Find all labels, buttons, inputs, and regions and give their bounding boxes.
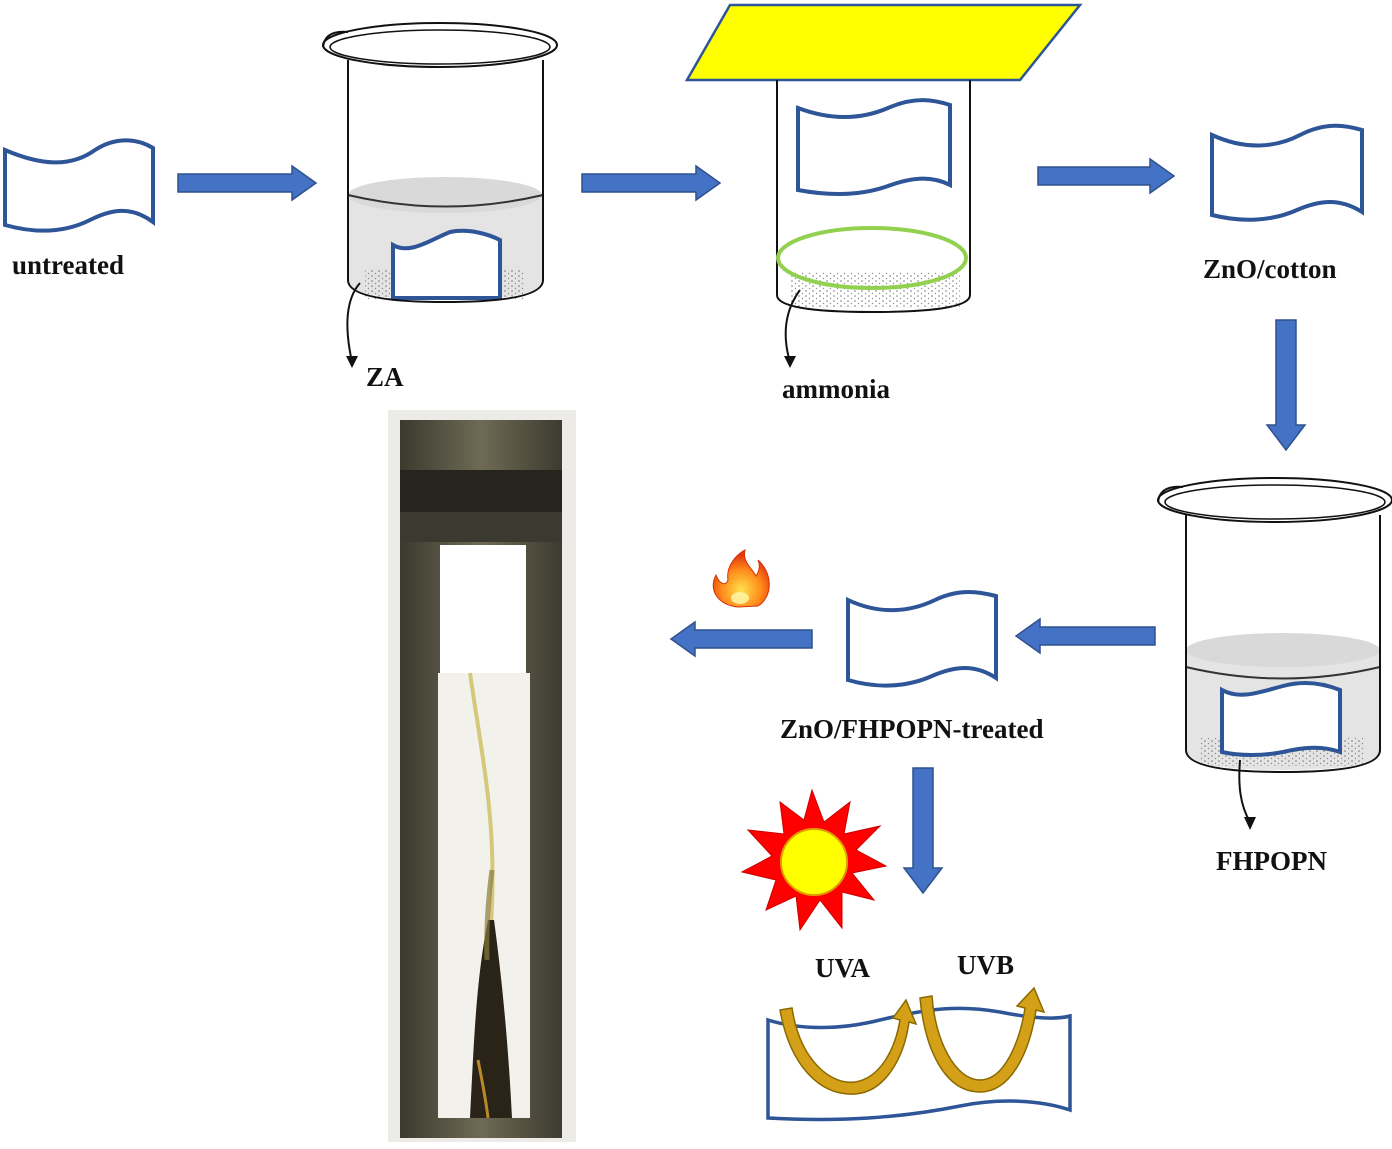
untreated-fabric: [5, 140, 153, 230]
zno-cotton-fabric: [1212, 126, 1362, 220]
zno-fhpopn-treated-fabric: [848, 592, 996, 686]
process-arrow: [1267, 320, 1305, 450]
process-arrow: [904, 768, 942, 893]
uva-label: UVA: [815, 955, 870, 982]
fhpopn-beaker: [1158, 478, 1392, 830]
process-arrow: [1038, 159, 1174, 193]
uvb-label: UVB: [957, 952, 1014, 979]
ammonia-label: ammonia: [782, 376, 890, 403]
untreated-label: untreated: [12, 252, 124, 279]
process-arrow: [1016, 619, 1155, 653]
process-arrow: [671, 622, 812, 656]
za-label: ZA: [366, 364, 404, 391]
zno-fhpopn-treated-label: ZnO/FHPOPN-treated: [780, 716, 1043, 743]
ammonia-chamber: [687, 5, 1080, 368]
fhpopn-label: FHPOPN: [1216, 848, 1327, 875]
fire-icon: [713, 550, 769, 607]
vertical-flame-test-photo: [388, 410, 576, 1142]
zno-cotton-label: ZnO/cotton: [1203, 256, 1337, 283]
process-arrow: [178, 166, 316, 200]
process-arrow: [582, 166, 720, 200]
sun-icon: [742, 790, 886, 930]
za-beaker: [323, 23, 557, 368]
